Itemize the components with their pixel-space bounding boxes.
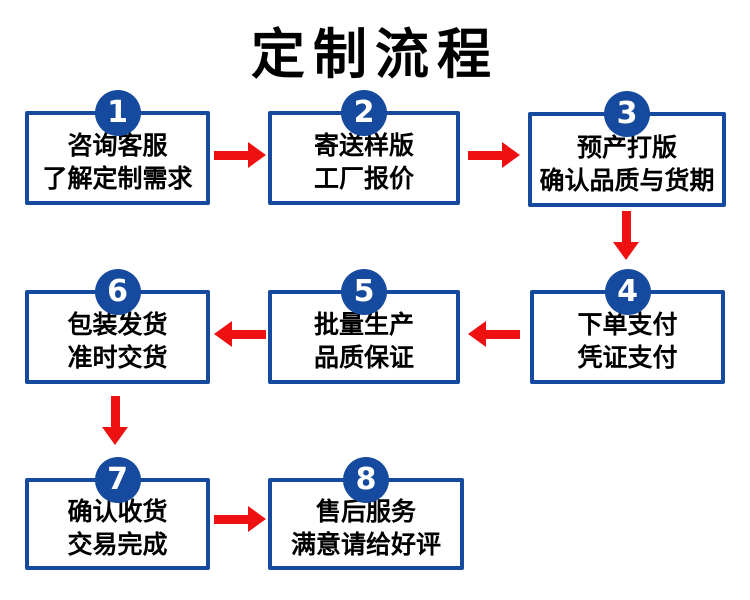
step-box-2: 2 寄送样版 工厂报价 bbox=[268, 90, 460, 205]
step-box-8: 8 售后服务 满意请给好评 bbox=[268, 457, 464, 570]
step-box-7: 7 确认收货 交易完成 bbox=[25, 457, 210, 570]
step-box-6: 6 包装发货 准时交货 bbox=[25, 269, 210, 384]
arrow-right-icon bbox=[214, 142, 266, 168]
step-box-4: 4 下单支付 凭证支付 bbox=[530, 269, 725, 384]
arrow-right-icon bbox=[214, 506, 266, 532]
arrow-right-icon bbox=[468, 142, 520, 168]
step-text-line2: 准时交货 bbox=[67, 343, 168, 372]
step-box-3: 3 预产打版 确认品质与货期 bbox=[528, 91, 726, 207]
page-title: 定制流程 bbox=[251, 23, 499, 86]
step-box-1: 1 咨询客服 了解定制需求 bbox=[25, 90, 210, 205]
step-box-5: 5 批量生产 品质保证 bbox=[268, 269, 460, 384]
step-text-line2: 确认品质与货期 bbox=[539, 165, 715, 195]
step-number-badge: 1 bbox=[94, 90, 141, 136]
step-number-badge: 3 bbox=[604, 91, 650, 137]
step-text-line2: 品质保证 bbox=[313, 343, 414, 372]
step-number-badge: 5 bbox=[341, 269, 387, 315]
arrow-down-icon bbox=[102, 396, 128, 445]
step-number-badge: 8 bbox=[343, 457, 389, 503]
arrow-down-icon bbox=[613, 211, 639, 260]
step-text-line2: 了解定制需求 bbox=[42, 164, 193, 193]
step-number-badge: 6 bbox=[94, 269, 141, 315]
step-text-line1: 预产打版 bbox=[576, 132, 677, 162]
step-text-line2: 交易完成 bbox=[67, 530, 168, 559]
arrow-left-icon bbox=[214, 321, 266, 347]
step-text-line2: 凭证支付 bbox=[577, 343, 678, 372]
step-text-line2: 满意请给好评 bbox=[290, 530, 441, 559]
step-number-badge: 4 bbox=[604, 269, 651, 315]
arrow-left-icon bbox=[468, 321, 520, 347]
step-number-badge: 2 bbox=[341, 90, 387, 136]
step-text-line2: 工厂报价 bbox=[313, 164, 414, 193]
step-number-badge: 7 bbox=[94, 457, 141, 503]
